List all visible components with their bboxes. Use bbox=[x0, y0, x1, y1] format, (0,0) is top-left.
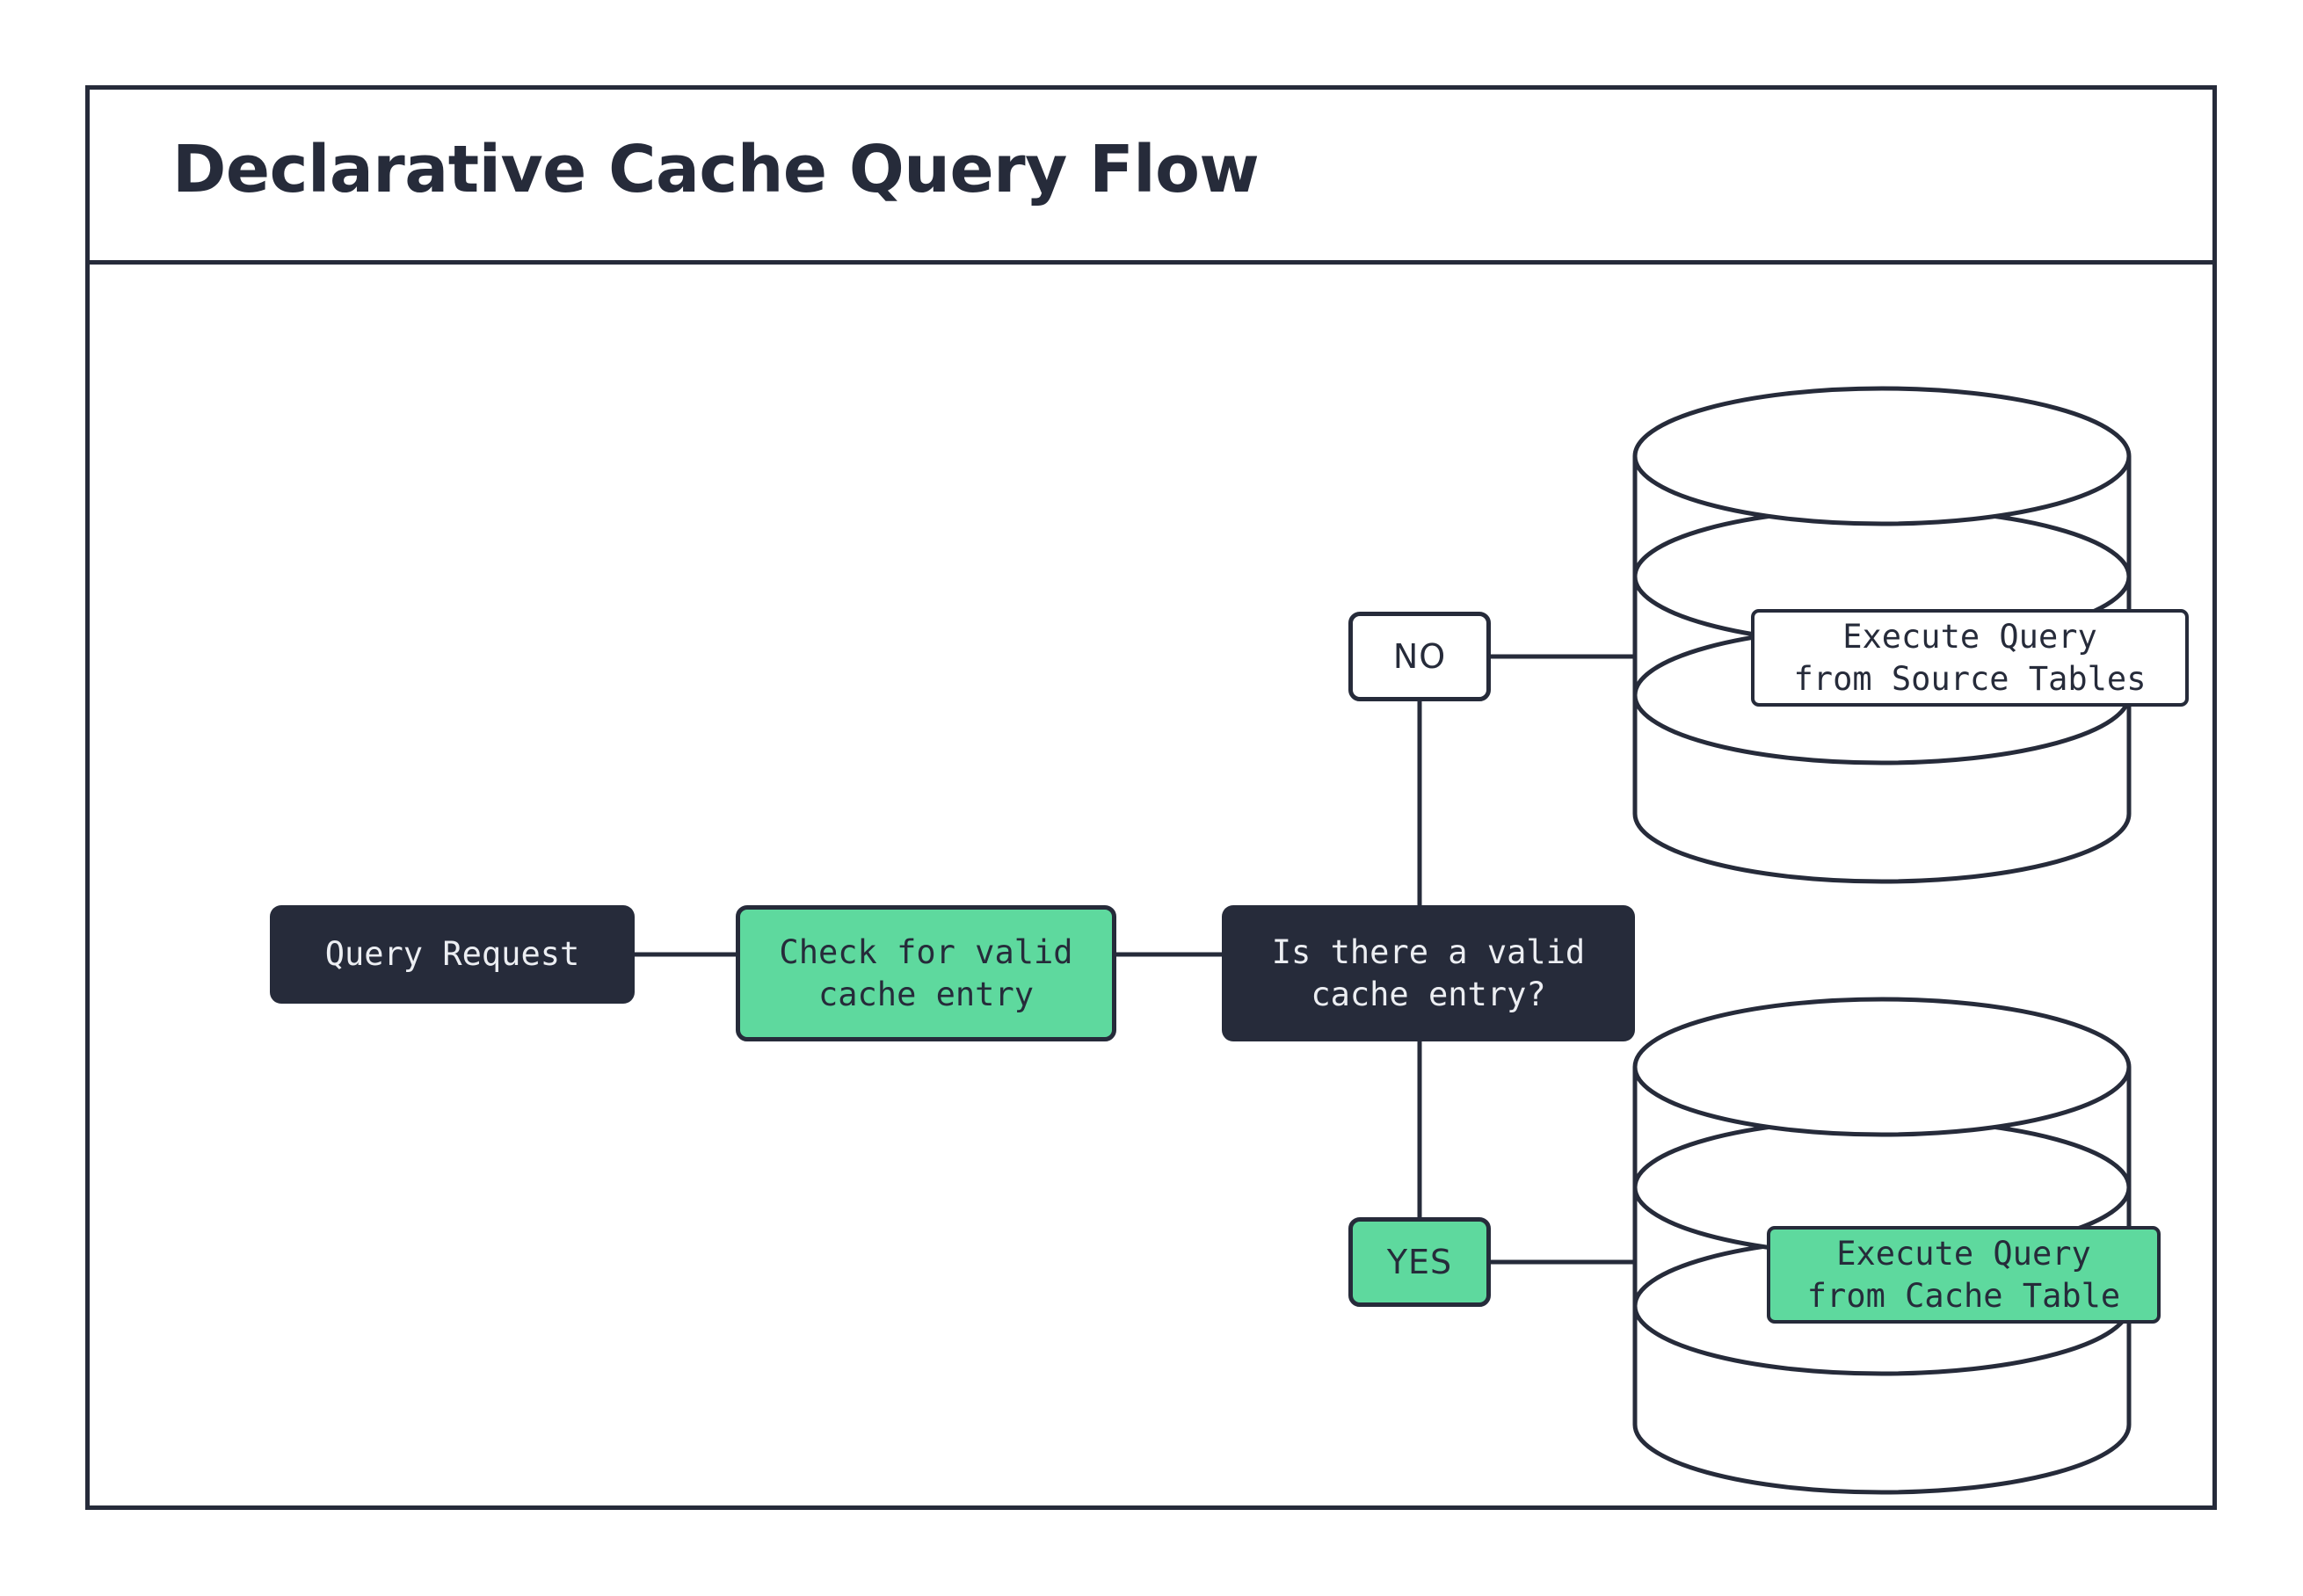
diagram-frame: Declarative Cache Query Flow bbox=[85, 85, 2217, 1510]
page-title: Declarative Cache Query Flow bbox=[172, 132, 1260, 207]
edge-label-no[interactable]: NO bbox=[1348, 612, 1491, 701]
diagram-header: Declarative Cache Query Flow bbox=[90, 90, 2212, 265]
flow-canvas: Query Request Check for valid cache entr… bbox=[90, 265, 2212, 1509]
node-execute-query-from-cache-table[interactable]: Execute Query from Cache Table bbox=[1767, 1226, 2161, 1324]
node-check-for-valid-cache-entry[interactable]: Check for valid cache entry bbox=[736, 905, 1116, 1041]
node-decision-valid-cache-entry[interactable]: Is there a valid cache entry? bbox=[1222, 905, 1635, 1041]
edge-label-yes[interactable]: YES bbox=[1348, 1217, 1491, 1307]
node-execute-query-from-source-tables[interactable]: Execute Query from Source Tables bbox=[1751, 609, 2189, 707]
node-query-request[interactable]: Query Request bbox=[270, 905, 635, 1004]
